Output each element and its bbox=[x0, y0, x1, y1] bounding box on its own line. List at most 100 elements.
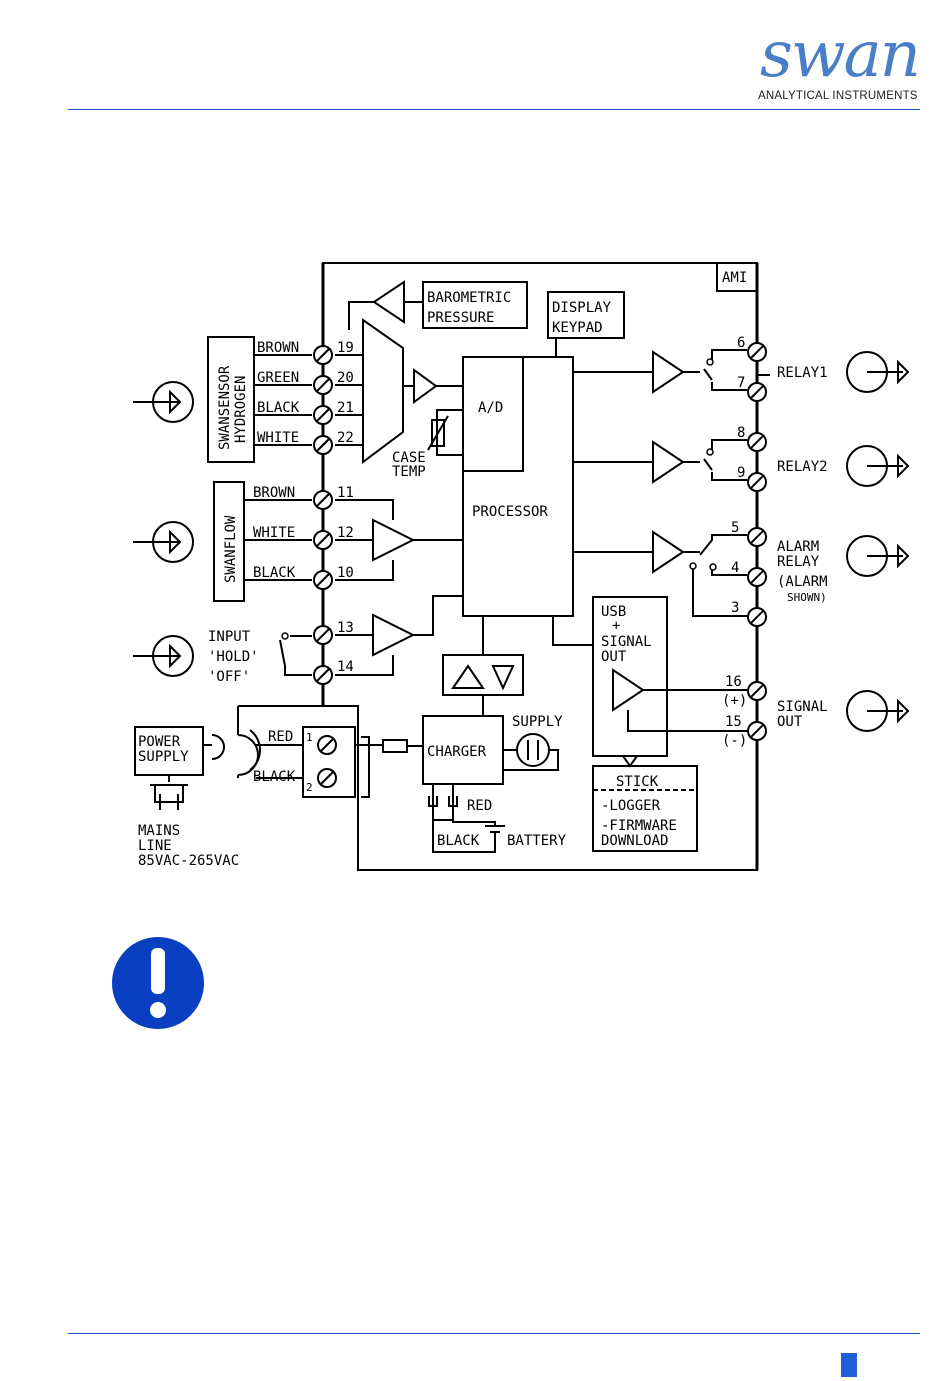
page-marker bbox=[841, 1353, 857, 1377]
charger-label: CHARGER bbox=[427, 744, 487, 760]
sensor-label-1: SWANSENSOR bbox=[217, 365, 233, 450]
wire-brown: BROWN bbox=[257, 340, 299, 356]
logo-subtitle: ANALYTICAL INSTRUMENTS bbox=[758, 90, 918, 102]
barometric-label-2: PRESSURE bbox=[427, 310, 494, 326]
swanflow-label: SWANFLOW bbox=[223, 515, 239, 583]
ad-buffer bbox=[413, 368, 438, 404]
term-8: 8 bbox=[737, 425, 745, 441]
wire-black: BLACK bbox=[257, 400, 300, 416]
input-label-3: 'OFF' bbox=[208, 669, 250, 685]
mux-trapezoid bbox=[362, 318, 404, 464]
ami-label: AMI bbox=[722, 270, 747, 286]
polarity-minus: (-) bbox=[722, 733, 747, 749]
battery-black: BLACK bbox=[437, 833, 480, 849]
term-13: 13 bbox=[337, 620, 354, 636]
header-rule bbox=[68, 109, 920, 110]
signal-out-2: OUT bbox=[777, 714, 803, 730]
wire-green: GREEN bbox=[257, 370, 299, 386]
mains-2: LINE bbox=[138, 838, 172, 854]
terminal-15 bbox=[747, 721, 767, 741]
terminal-3 bbox=[747, 607, 767, 627]
case-temp-1: CASE bbox=[392, 450, 426, 466]
term-11: 11 bbox=[337, 485, 354, 501]
term-6: 6 bbox=[737, 335, 745, 351]
power-terminal-block bbox=[302, 726, 356, 798]
wire-white: WHITE bbox=[257, 430, 299, 446]
power-supply-1: POWER bbox=[138, 734, 181, 750]
terminal-13 bbox=[313, 625, 333, 645]
barometric-amp bbox=[372, 280, 405, 324]
alarm-4: SHOWN) bbox=[787, 591, 827, 604]
alarm-1: ALARM bbox=[777, 539, 819, 555]
terminal-22 bbox=[313, 435, 333, 455]
power-wire-red: RED bbox=[268, 729, 293, 745]
term-20: 20 bbox=[337, 370, 354, 386]
polarity-plus: (+) bbox=[722, 693, 747, 709]
term-14: 14 bbox=[337, 659, 354, 675]
processor-label: PROCESSOR bbox=[472, 504, 548, 520]
stick-box bbox=[592, 765, 698, 852]
input-amp bbox=[372, 613, 416, 657]
terminal-20 bbox=[313, 375, 333, 395]
exclamation-icon bbox=[112, 937, 204, 1029]
terminal-21 bbox=[313, 405, 333, 425]
power-term-2: 2 bbox=[306, 781, 313, 794]
term-3: 3 bbox=[731, 600, 739, 616]
input-label-2: 'HOLD' bbox=[208, 649, 259, 665]
usb-4: OUT bbox=[601, 649, 627, 665]
ad-label: A/D bbox=[478, 400, 503, 416]
relay2-label: RELAY2 bbox=[777, 459, 828, 475]
terminal-10 bbox=[313, 570, 333, 590]
display-label-1: DISPLAY bbox=[552, 300, 612, 316]
swanflow-box bbox=[213, 481, 245, 602]
processor-box bbox=[462, 356, 574, 617]
stick-item-3: DOWNLOAD bbox=[601, 833, 668, 849]
term-5: 5 bbox=[731, 520, 739, 536]
sensor-label-2: HYDROGEN bbox=[233, 376, 249, 443]
alarm-3: (ALARM bbox=[777, 574, 828, 590]
barometric-box bbox=[422, 281, 528, 329]
display-keypad-box bbox=[547, 291, 625, 339]
term-16: 16 bbox=[725, 674, 742, 690]
terminal-4 bbox=[747, 567, 767, 587]
terminal-1 bbox=[317, 735, 337, 755]
logo-wordmark: swan bbox=[760, 18, 921, 92]
power-wire-black: BLACK bbox=[253, 769, 296, 785]
term-15: 15 bbox=[725, 714, 742, 730]
barometric-label-1: BAROMETRIC bbox=[427, 290, 511, 306]
supply-label: SUPPLY bbox=[512, 714, 563, 730]
terminal-2 bbox=[317, 768, 337, 788]
terminal-7 bbox=[747, 382, 767, 402]
usb-signal-box bbox=[592, 596, 668, 757]
case-temp-2: TEMP bbox=[392, 464, 426, 480]
power-term-1: 1 bbox=[306, 731, 313, 744]
battery-red: RED bbox=[467, 798, 492, 814]
terminal-9 bbox=[747, 472, 767, 492]
terminal-6 bbox=[747, 342, 767, 362]
terminal-12 bbox=[313, 530, 333, 550]
battery-label: BATTERY bbox=[507, 833, 567, 849]
term-22: 22 bbox=[337, 430, 354, 446]
stick-label: STICK bbox=[616, 774, 659, 790]
stick-item-1: -LOGGER bbox=[601, 798, 661, 814]
term-9: 9 bbox=[737, 465, 745, 481]
term-12: 12 bbox=[337, 525, 354, 541]
term-19: 19 bbox=[337, 340, 354, 356]
term-10: 10 bbox=[337, 565, 354, 581]
ad-box bbox=[462, 356, 524, 472]
term-7: 7 bbox=[737, 375, 745, 391]
footer-rule bbox=[68, 1333, 920, 1334]
terminal-14 bbox=[313, 665, 333, 685]
flow-amp bbox=[372, 518, 416, 562]
swansensor-box bbox=[207, 336, 255, 463]
flow-wire-white: WHITE bbox=[253, 525, 295, 541]
flow-wire-black: BLACK bbox=[253, 565, 296, 581]
flow-wire-brown: BROWN bbox=[253, 485, 295, 501]
mains-1: MAINS bbox=[138, 823, 180, 839]
alarm-2: RELAY bbox=[777, 554, 820, 570]
term-21: 21 bbox=[337, 400, 354, 416]
terminal-16 bbox=[747, 681, 767, 701]
terminal-8 bbox=[747, 432, 767, 452]
usb-1: USB bbox=[601, 604, 626, 620]
